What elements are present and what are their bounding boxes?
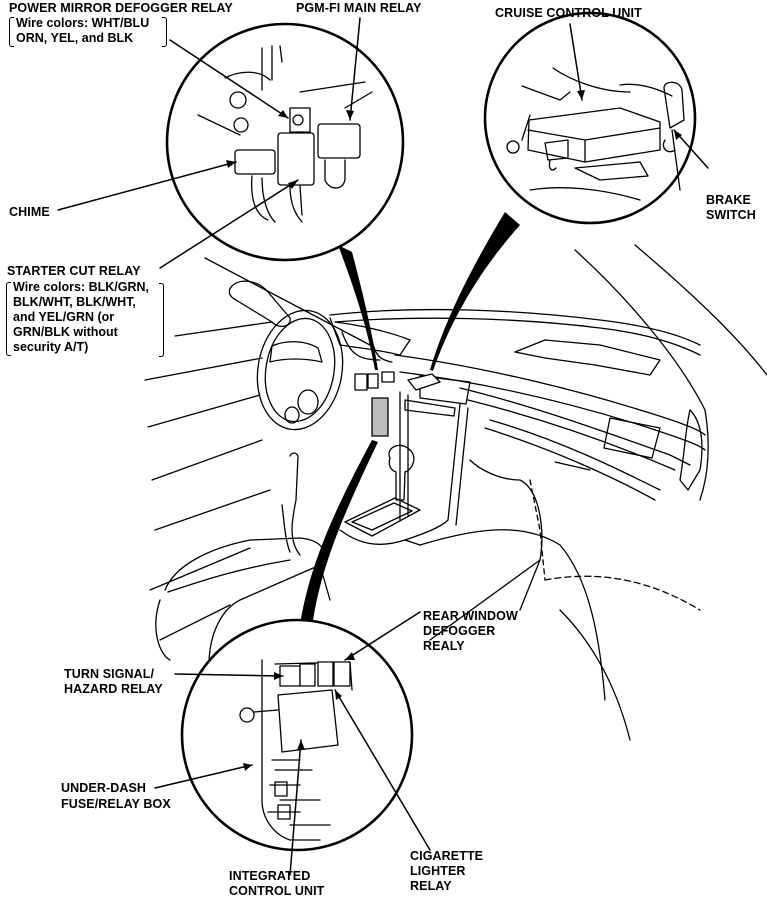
chime-unit — [234, 149, 276, 175]
dash-cruise-unit — [407, 373, 441, 391]
tail-cruise-control — [430, 212, 520, 371]
fuse-box-outline — [261, 659, 321, 841]
rear-defogger-relay-unit — [317, 661, 334, 687]
bracket-left — [6, 282, 11, 356]
mount-bolt-2 — [233, 117, 249, 133]
bracket-right — [159, 283, 164, 357]
handbrake — [289, 452, 301, 556]
radio-slot — [404, 399, 456, 417]
label-cigarette-lighter-line2: LIGHTER — [410, 864, 466, 878]
right-door-panel — [679, 409, 703, 491]
note-starter-cut-line5: security A/T) — [13, 340, 89, 354]
pgm-fi-main-relay-unit — [317, 123, 361, 159]
a-pillar-inner — [574, 249, 706, 411]
leader-chime — [57, 161, 237, 211]
integrated-control-unit-box — [277, 689, 339, 753]
tail-fuse-box — [300, 440, 378, 628]
leader-rear-defogger — [344, 611, 421, 661]
airbag-panel — [514, 339, 661, 376]
label-brake-switch-line1: BRAKE — [706, 193, 751, 207]
leader-under-dash — [154, 764, 253, 789]
leader-power-mirror — [169, 39, 289, 119]
label-pgm-fi-main-relay: PGM-FI MAIN RELAY — [296, 1, 422, 15]
door-line-7 — [159, 604, 231, 641]
label-rear-window-defogger-line3: REALY — [423, 639, 465, 653]
dash-relay-2 — [367, 373, 379, 389]
door-line-4 — [151, 439, 263, 481]
power-mirror-relay-unit — [289, 107, 311, 133]
label-power-mirror-defogger-relay: POWER MIRROR DEFOGGER RELAY — [9, 1, 233, 15]
brake-switch-body — [663, 81, 685, 129]
label-under-dash-line2: FUSE/RELAY BOX — [61, 797, 171, 811]
shift-gate — [344, 497, 421, 537]
relay-cluster-detail — [165, 22, 405, 262]
label-rear-window-defogger-line2: DEFOGGER — [423, 624, 496, 638]
callout-tails — [300, 212, 520, 628]
label-chime: CHIME — [9, 205, 50, 219]
leader-starter-cut — [159, 179, 299, 269]
label-starter-cut-relay: STARTER CUT RELAY — [7, 264, 141, 278]
note-power-mirror-line1: Wire colors: WHT/BLU — [16, 16, 150, 30]
a-pillar-right — [634, 244, 767, 376]
label-brake-switch-line2: SWITCH — [706, 208, 756, 222]
door-line-6 — [149, 547, 251, 591]
cigarette-lighter-relay-unit — [333, 661, 351, 687]
leader-pgm-fi — [349, 17, 361, 121]
label-cigarette-lighter-line1: CIGARETTE — [410, 849, 484, 863]
bracket-left — [9, 17, 14, 47]
mount-bolt-1 — [229, 91, 247, 109]
dash-relay-1 — [354, 373, 368, 391]
note-power-mirror-line2: ORN, YEL, and BLK — [16, 31, 134, 45]
gear-shifter — [388, 444, 415, 501]
label-rear-window-defogger-line1: REAR WINDOW — [423, 609, 518, 623]
note-starter-cut-line2: BLK/WHT, BLK/WHT, — [13, 295, 136, 309]
windshield-line — [204, 257, 371, 346]
dash-top — [329, 308, 701, 346]
label-turn-signal-line2: HAZARD RELAY — [64, 682, 163, 696]
glovebox-vent — [603, 417, 661, 459]
dash-relay-3 — [381, 371, 395, 383]
label-integrated-control-line1: INTEGRATED — [229, 869, 311, 883]
leader-lines — [57, 17, 709, 876]
dash-fuse-box — [371, 397, 389, 437]
side-mirror — [228, 280, 291, 328]
leader-cigarette-lighter — [334, 689, 431, 851]
dash-face-upper — [394, 354, 706, 436]
leader-cruise — [569, 23, 583, 101]
door-line-1 — [174, 321, 273, 337]
note-starter-cut-line4: GRN/BLK without — [13, 325, 118, 339]
instrument-hood — [329, 317, 411, 356]
cruise-connector — [544, 139, 569, 161]
steering-wheel — [256, 309, 344, 431]
fuse-box-detail — [180, 618, 414, 852]
label-integrated-control-line2: CONTROL UNIT — [229, 884, 325, 898]
center-vent — [419, 375, 471, 405]
cruise-control-detail — [483, 11, 697, 225]
starter-cut-relay-unit — [277, 132, 315, 186]
dash-face-lower — [459, 387, 691, 466]
glovebox-top — [489, 419, 661, 491]
arrowheads — [226, 90, 682, 771]
door-line-3 — [147, 394, 261, 428]
leader-turn-signal — [174, 673, 284, 677]
tail-relay-cluster — [338, 245, 378, 370]
label-turn-signal-line1: TURN SIGNAL/ — [64, 667, 155, 681]
note-starter-cut-line3: and YEL/GRN (or — [13, 310, 115, 324]
steering-hub — [269, 341, 323, 363]
bracket-right — [162, 17, 167, 47]
cruise-control-box — [527, 107, 661, 163]
leader-integrated-control — [289, 739, 302, 876]
note-starter-cut-line1: Wire colors: BLK/GRN, — [13, 280, 150, 294]
label-cigarette-lighter-line3: RELAY — [410, 879, 452, 893]
door-line-2 — [144, 357, 263, 381]
label-under-dash-line1: UNDER-DASH — [61, 781, 147, 795]
center-stack-right — [404, 403, 461, 541]
glovebox-handle — [554, 461, 591, 471]
label-cruise-control-unit: CRUISE CONTROL UNIT — [495, 6, 642, 20]
door-line-5 — [154, 489, 271, 531]
car-interior — [144, 244, 767, 741]
armrest — [164, 537, 325, 681]
